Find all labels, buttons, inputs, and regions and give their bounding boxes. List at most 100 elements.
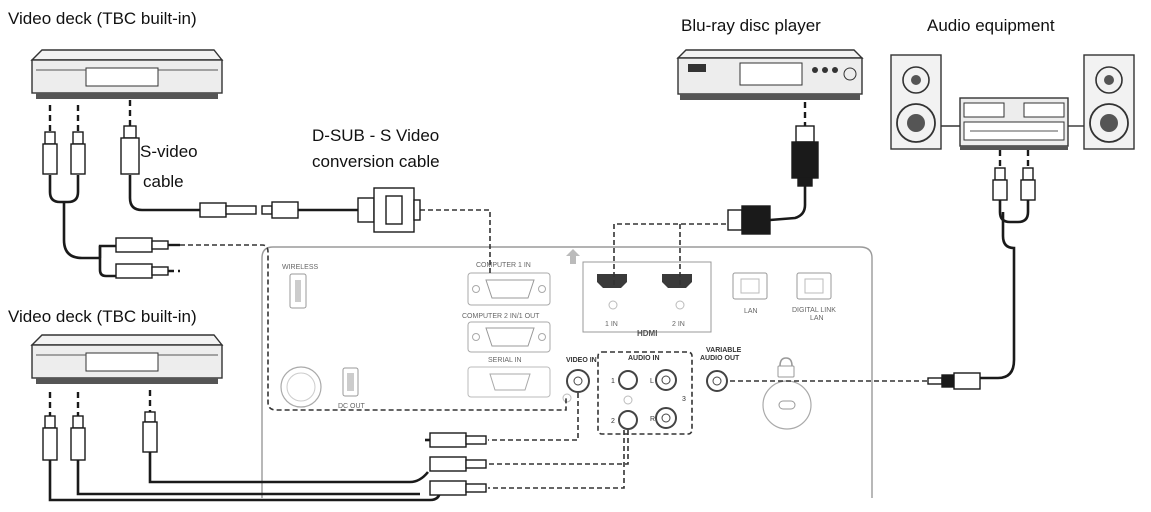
computer2-screw-right [538,333,546,341]
audio-rca-plug-1-tip [994,167,1006,181]
top-rca-plug-1-tip [44,131,56,145]
computer2-in-out-label: COMPUTER 2 IN/1 OUT [462,313,540,320]
security-slot-inner [778,400,796,410]
round-port [280,366,322,408]
video-deck-bottom [30,334,224,384]
video-deck-top [30,49,224,99]
variable-audio-out-label-2: AUDIO OUT [700,355,740,362]
speaker-left [890,54,942,150]
audio-equipment-rca-loop [998,198,1030,224]
composite-to-video-in [180,244,567,411]
computer1-in-port [467,272,551,306]
serial-in-port [467,366,551,398]
computer1-in-screw-right [538,285,546,293]
video-deck-bottom-lid [30,334,224,346]
speaker-right [1083,54,1135,150]
speaker-right-woofer [1089,103,1129,143]
audio-num-1: 1 [611,378,615,385]
bluray-hdmi-plug-tip [795,125,815,143]
top-deck-rca-plugs [42,125,140,175]
audio-in-group [597,351,693,435]
mini-jack-plug [927,372,981,390]
bottom-h-rca-2-tip [465,459,487,469]
security-slot [762,380,812,430]
mini-jack-tip [927,377,943,385]
bottom-rca-plug-1-body [42,427,58,461]
computer1-in-label: COMPUTER 1 IN [476,262,531,269]
hdmi-1-in-label: 1 IN [605,321,618,328]
bottom-deck-video-wire [148,420,430,484]
dsub-connector-pins [385,195,403,225]
audio-in-2-to-bottom-rca-1 [488,430,629,465]
s-video-horizontal-plugs [199,187,421,233]
audio-in-3-l-jack [655,369,677,391]
bluray-hdmi-cable [769,185,807,222]
speaker-left-tweeter-center [911,75,921,85]
speaker-right-tweeter [1095,66,1123,94]
video-deck-top-label: Video deck (TBC built-in) [8,9,197,28]
top-composite-plugs [115,237,169,279]
digital-link-port [796,272,832,300]
audio-rca-plug-2-body [1020,179,1036,201]
dsub-connector-screw [413,199,421,221]
audio-equipment-rca-wires [998,150,1030,168]
s-video-horizontal-plug-2-tip [261,205,273,215]
bluray-lid [676,49,864,59]
hdmi-h-plug-tip [727,209,743,231]
speaker-right-tweeter-center [1104,75,1114,85]
mini-jack-ring [941,374,955,388]
stereo-base [960,146,1068,150]
digital-link-label: DIGITAL LINK [792,307,836,314]
s-video-horizontal-plug-2 [271,201,299,219]
video-deck-bottom-slot [85,352,159,372]
audio-equipment-rca-plugs [992,167,1036,201]
digital-link-lan-label: LAN [810,315,824,322]
s-video-cable-label-line1: S-video [140,142,198,161]
top-deck-rca-loop [48,175,80,204]
audio-in-3-l-center [661,375,671,385]
dsub-cable-label-line2: conversion cable [312,152,440,171]
top-composite-plug-2-tip [151,266,169,276]
bottom-rca-plug-2-tip [72,415,84,429]
variable-audio-out-center [712,376,722,386]
hdmi-2-screw [675,300,685,310]
audio-rca-plug-1-body [992,179,1008,201]
hdmi-2-port [662,274,692,288]
bottom-video-plug-body [142,421,158,453]
audio-equipment-cable [980,212,1016,380]
computer2-in-out-dsub [485,327,535,347]
audio-l-label: L [650,378,654,385]
top-deck-rca-to-panel [62,202,100,260]
bluray-knob [843,67,857,81]
bottom-deck-plug-wires [48,390,152,416]
top-deck-plug-wires [48,100,132,132]
video-deck-top-body [31,59,223,94]
audio-in-3-r-center [661,413,671,423]
bluray-button-2 [822,67,828,73]
hdmi-2-in-label: 2 IN [672,321,685,328]
bluray-display [739,62,803,86]
video-in-screw [562,393,572,403]
audio-equipment-label: Audio equipment [927,16,1055,35]
top-composite-plug-2-body [115,263,153,279]
lock-icon-body [777,365,795,378]
audio-in-screw [623,395,633,405]
speaker-left-woofer [896,103,936,143]
bluray-button-1 [812,67,818,73]
bottom-video-plug-tip [144,411,156,423]
variable-audio-out-jack [706,370,728,392]
bluray-hdmi-plug-neck [797,177,813,187]
digital-link-port-inner [804,278,824,294]
audio-equipment [890,54,1135,150]
top-composite-wire-1 [98,244,116,258]
bluray-player [676,49,864,100]
computer2-screw-left [472,333,480,341]
serial-in-dsub [489,373,531,391]
top-rca-plug-2-body [70,143,86,175]
top-composite-wires [98,243,180,273]
bottom-h-rca-3-body [429,480,467,496]
s-video-cable-label-line2: cable [143,172,184,191]
s-video-plug-body [120,137,140,175]
hdmi-horizontal-plug [727,205,771,235]
